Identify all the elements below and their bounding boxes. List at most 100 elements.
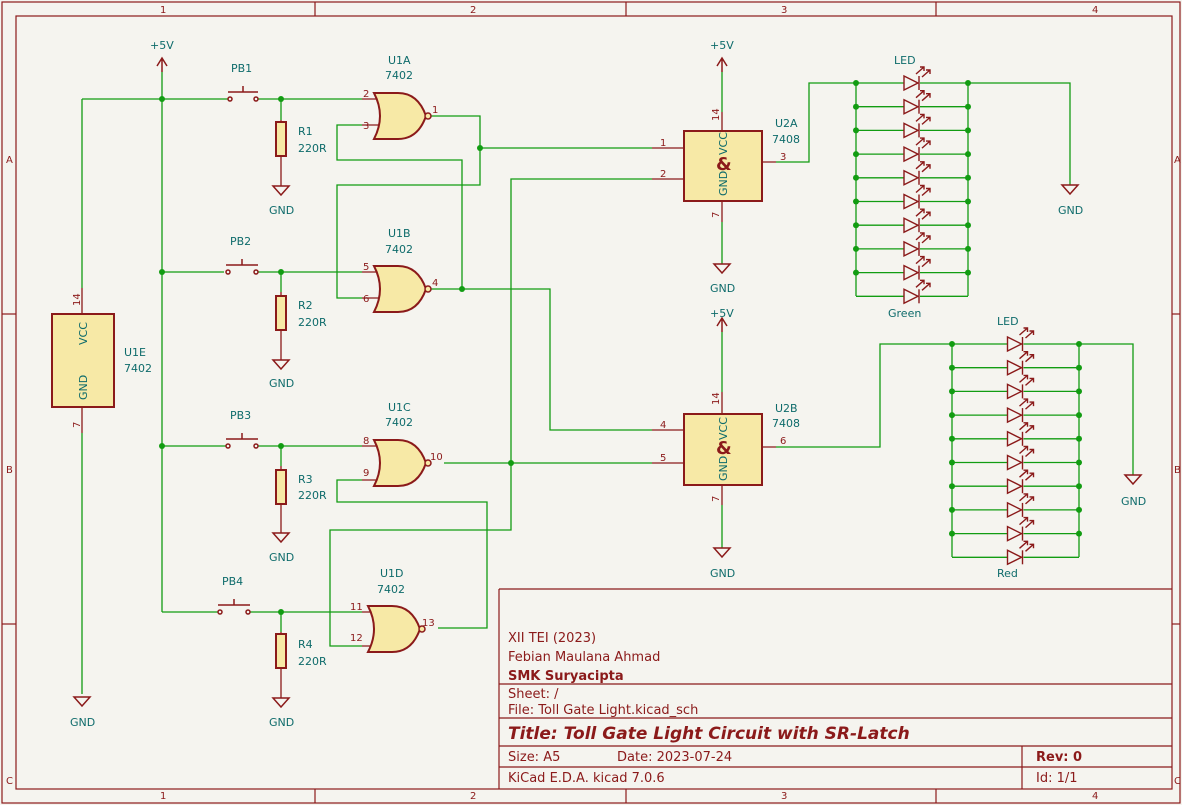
- svg-text:Green: Green: [888, 307, 921, 320]
- green-led-9: [903, 255, 931, 281]
- svg-text:GND: GND: [269, 716, 294, 729]
- svg-text:GND: GND: [77, 375, 90, 400]
- ic-u1e: VCC GND 14 7 U1E 7402: [51, 288, 152, 433]
- svg-text:LED: LED: [894, 54, 916, 67]
- col-label-4: 4: [1092, 5, 1098, 16]
- gnd-symbol-u2b: GND: [710, 547, 735, 580]
- green-led-6: [903, 184, 931, 210]
- title-block-author: Febian Maulana Ahmad: [508, 650, 660, 665]
- svg-text:U1B: U1B: [388, 227, 411, 240]
- svg-text:GND: GND: [1121, 495, 1146, 508]
- svg-text:R1: R1: [298, 125, 313, 138]
- green-led-7: [903, 208, 931, 234]
- svg-text:U2A: U2A: [775, 117, 798, 130]
- title-block-rev: Rev: 0: [1036, 750, 1082, 765]
- resistor-r1: R1 220R: [275, 120, 327, 186]
- svg-text:+5V: +5V: [150, 39, 174, 52]
- green-led-4: [903, 137, 931, 163]
- svg-text:4: 4: [432, 278, 438, 289]
- svg-text:GND: GND: [269, 551, 294, 564]
- svg-text:GND: GND: [710, 567, 735, 580]
- vcc-symbol-left: +5V: [150, 39, 174, 72]
- svg-text:4: 4: [660, 420, 666, 431]
- push-button-pb4: PB4: [217, 575, 251, 615]
- svg-text:PB4: PB4: [222, 575, 243, 588]
- wires: [81, 72, 1134, 694]
- col-label-2: 2: [470, 5, 476, 16]
- svg-text:VCC: VCC: [717, 417, 730, 440]
- title-block: XII TEI (2023) Febian Maulana Ahmad SMK …: [498, 588, 1172, 789]
- title-block-id: Id: 1/1: [1036, 771, 1078, 786]
- svg-text:7408: 7408: [772, 133, 800, 146]
- nor-gate-u1b: U1B 7402 5 6 4: [362, 227, 438, 313]
- red-led-6: [1006, 445, 1035, 471]
- svg-text:7402: 7402: [124, 362, 152, 375]
- svg-text:7: 7: [72, 422, 83, 428]
- green-led-5: [903, 161, 931, 186]
- red-led-2: [1006, 351, 1035, 376]
- col-label-1: 1: [160, 5, 166, 16]
- svg-text:5: 5: [363, 262, 369, 273]
- vcc-symbol-u2b: +5V: [710, 307, 734, 332]
- svg-text:PB3: PB3: [230, 409, 251, 422]
- vcc-symbol-u2a: +5V: [710, 39, 734, 72]
- svg-text:6: 6: [780, 436, 786, 447]
- svg-text:GND: GND: [717, 456, 730, 481]
- svg-text:12: 12: [350, 633, 363, 644]
- green-led-2: [903, 90, 931, 115]
- and-gate-u2a: U2A 7408 1 2 3 14 7 VCC GND &: [652, 108, 800, 222]
- svg-text:220R: 220R: [298, 142, 327, 155]
- svg-text:3: 3: [363, 121, 369, 132]
- row-label-b-right: B: [1174, 465, 1181, 476]
- red-led-9: [1006, 516, 1035, 542]
- green-led-3: [903, 113, 931, 139]
- red-led-4: [1006, 398, 1035, 424]
- gnd-symbol-red-leds: GND: [1121, 474, 1146, 508]
- push-buttons: PB1 PB2 PB3 PB4: [217, 62, 259, 615]
- col-label-1-bottom: 1: [160, 791, 166, 802]
- red-led-10: [1006, 540, 1035, 566]
- svg-text:220R: 220R: [298, 316, 327, 329]
- svg-text:7402: 7402: [385, 69, 413, 82]
- nor-gates: U1A 7402 2 3 1 U1B 7402 5 6 4 U1C 7402 8…: [350, 54, 443, 653]
- svg-text:3: 3: [780, 152, 786, 163]
- svg-text:U1E: U1E: [124, 346, 146, 359]
- svg-text:U2B: U2B: [775, 402, 798, 415]
- svg-text:VCC: VCC: [717, 132, 730, 155]
- svg-text:10: 10: [430, 452, 443, 463]
- title-block-sheet: Sheet: /: [508, 687, 559, 702]
- row-label-a: A: [6, 155, 13, 166]
- svg-text:14: 14: [711, 392, 722, 405]
- power-symbols: +5V +5V +5V GND GND GND GND GND: [70, 39, 1146, 729]
- svg-text:GND: GND: [710, 282, 735, 295]
- resistor-r2: R2 220R: [275, 292, 327, 360]
- svg-text:R3: R3: [298, 473, 313, 486]
- svg-text:U1D: U1D: [380, 567, 404, 580]
- green-led-8: [903, 232, 931, 258]
- row-label-c: C: [6, 776, 13, 787]
- svg-text:R2: R2: [298, 299, 313, 312]
- green-led-10: [903, 279, 931, 305]
- svg-text:2: 2: [363, 89, 369, 100]
- svg-text:7402: 7402: [377, 583, 405, 596]
- red-led-5: [1006, 422, 1035, 447]
- svg-text:+5V: +5V: [710, 39, 734, 52]
- and-symbol-u2a: &: [716, 154, 732, 175]
- title-block-tool: KiCad E.D.A. kicad 7.0.6: [508, 771, 665, 786]
- svg-text:1: 1: [432, 105, 438, 116]
- row-label-c-right: C: [1174, 776, 1181, 787]
- svg-text:7402: 7402: [385, 243, 413, 256]
- gnd-symbol-u2a: GND: [710, 263, 735, 295]
- led-array-green: LED Green: [888, 54, 931, 320]
- svg-text:220R: 220R: [298, 489, 327, 502]
- svg-text:1: 1: [660, 138, 666, 149]
- svg-text:5: 5: [660, 453, 666, 464]
- nor-gate-u1a: U1A 7402 2 3 1: [362, 54, 438, 140]
- red-led-1: [1006, 327, 1035, 353]
- svg-text:2: 2: [660, 169, 666, 180]
- col-label-3: 3: [781, 5, 787, 16]
- svg-text:14: 14: [72, 293, 83, 306]
- resistor-r3: R3 220R: [275, 466, 327, 533]
- and-symbol-u2b: &: [716, 438, 732, 459]
- svg-text:R4: R4: [298, 638, 313, 651]
